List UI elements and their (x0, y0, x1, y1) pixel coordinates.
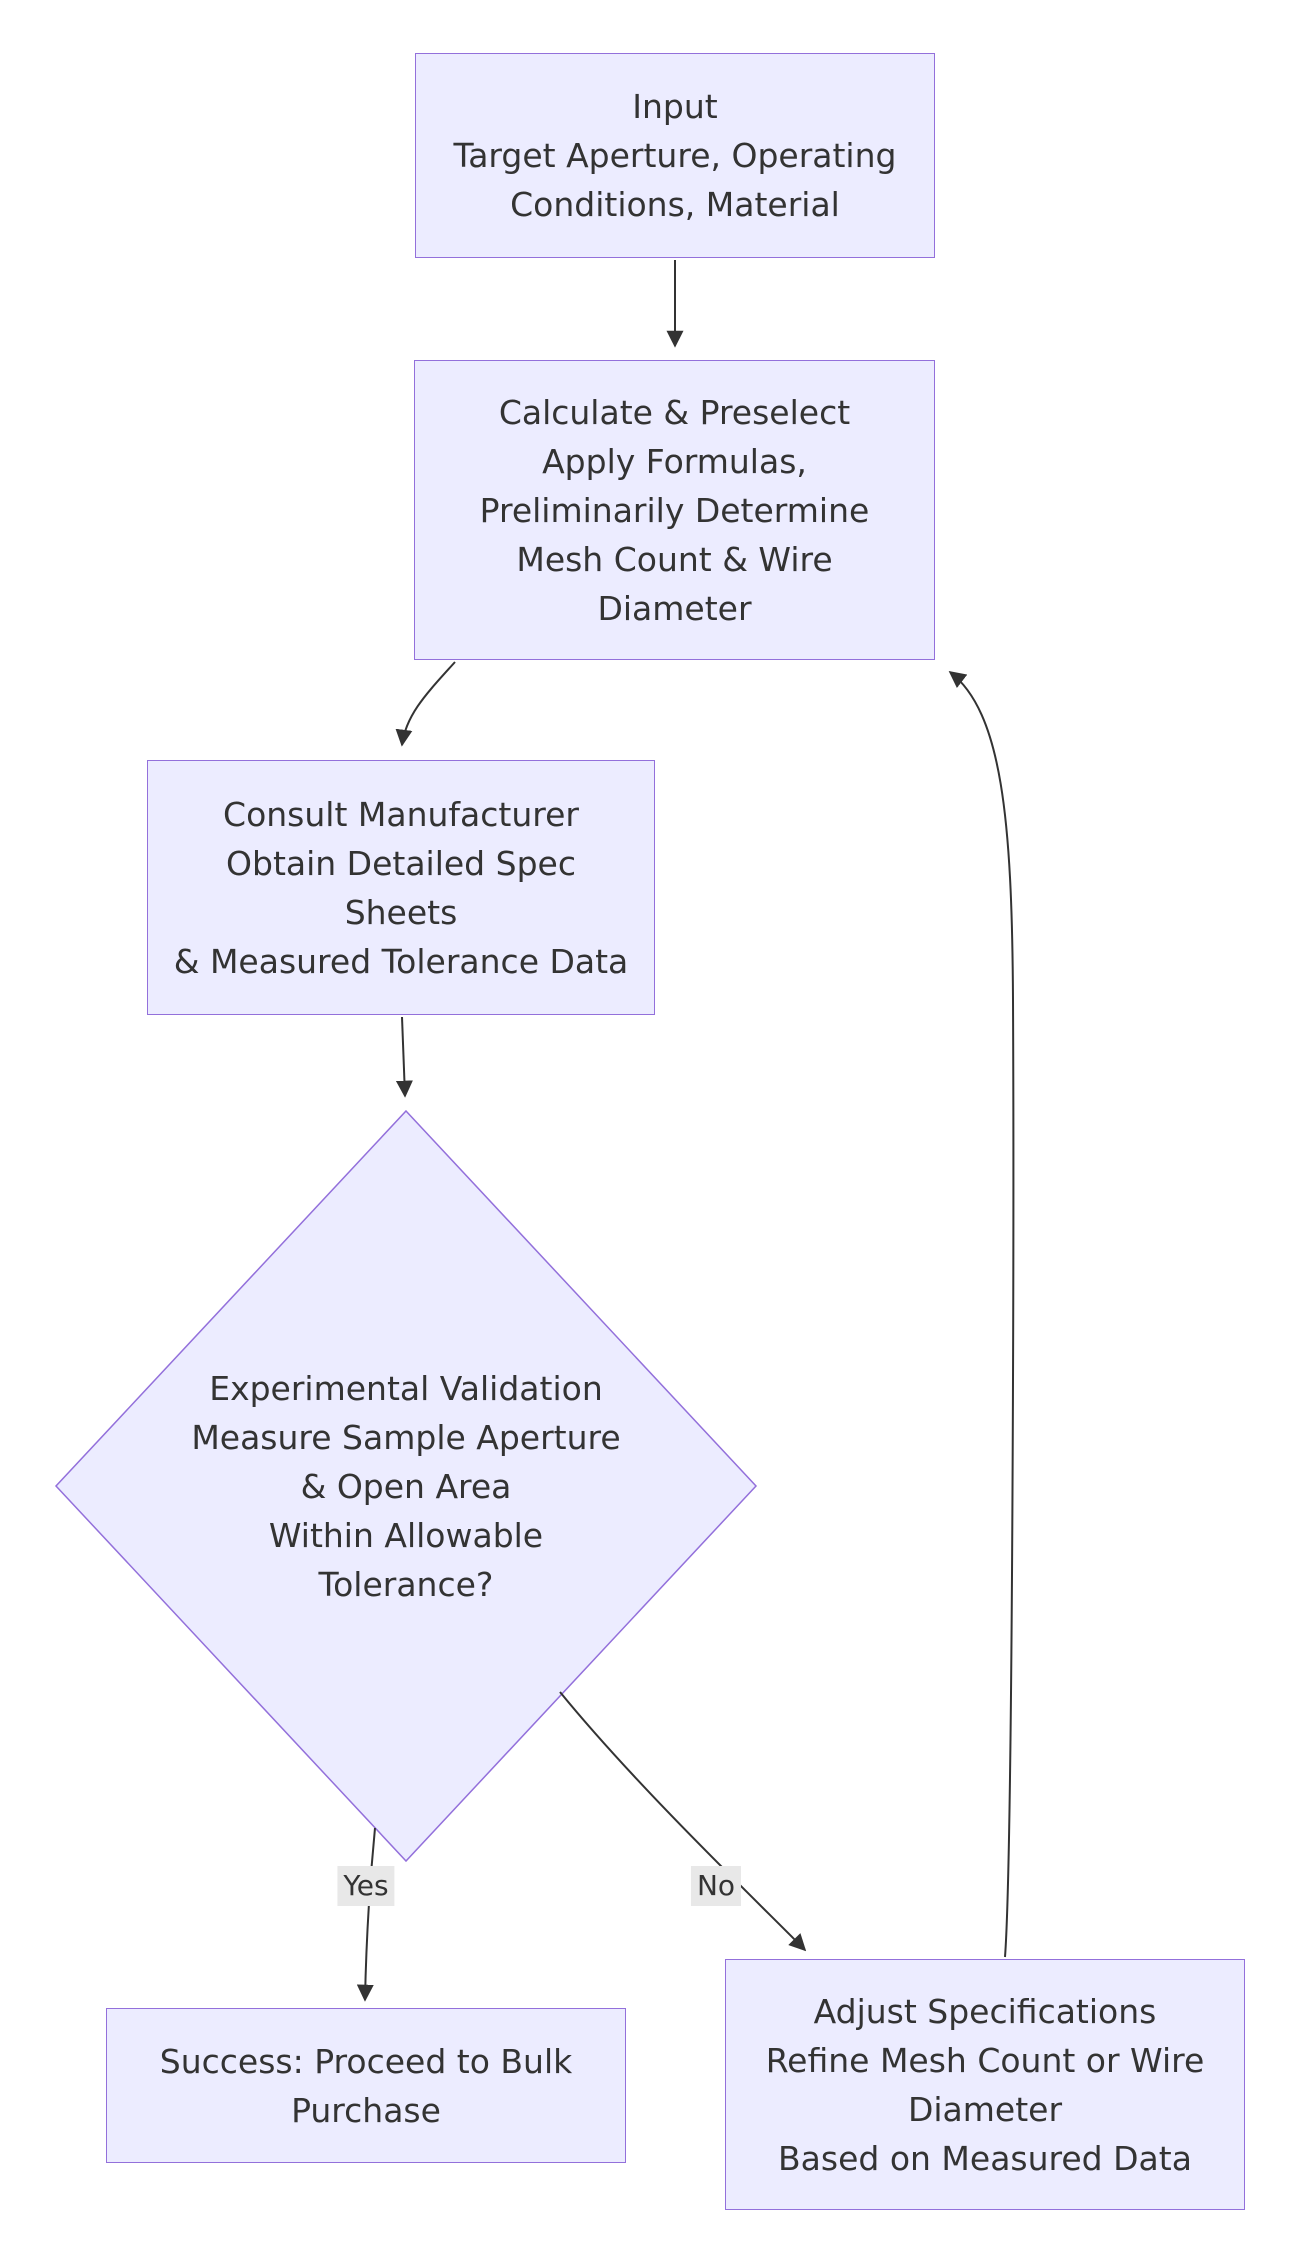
edge-decision-success-yes (356, 1827, 376, 2002)
node-success: Success: Proceed to Bulk Purchase (106, 2008, 626, 2163)
node-consult-label: Consult Manufacturer Obtain Detailed Spe… (173, 794, 629, 981)
node-calculate: Calculate & Preselect Apply Formulas, Pr… (414, 360, 935, 660)
edge-decision-adjust-no (559, 1691, 807, 1952)
edge-label-yes: Yes (337, 1866, 395, 1906)
node-adjust: Adjust Specifications Refine Mesh Count … (725, 1959, 1245, 2210)
node-calculate-label: Calculate & Preselect Apply Formulas, Pr… (479, 392, 870, 628)
node-adjust-label: Adjust Specifications Refine Mesh Count … (765, 1991, 1205, 2178)
node-success-label: Success: Proceed to Bulk Purchase (159, 2041, 573, 2130)
node-decision-shape (54, 1109, 758, 1863)
edge-consult-decision (395, 1016, 413, 1098)
node-consult: Consult Manufacturer Obtain Detailed Spe… (147, 760, 655, 1015)
edge-calculate-consult (395, 661, 456, 747)
edge-adjust-calculate-feedback (948, 670, 1015, 1958)
edge-label-no: No (690, 1866, 742, 1906)
node-input-label: Input Target Aperture, Operating Conditi… (453, 87, 897, 224)
node-input: Input Target Aperture, Operating Conditi… (415, 53, 935, 258)
